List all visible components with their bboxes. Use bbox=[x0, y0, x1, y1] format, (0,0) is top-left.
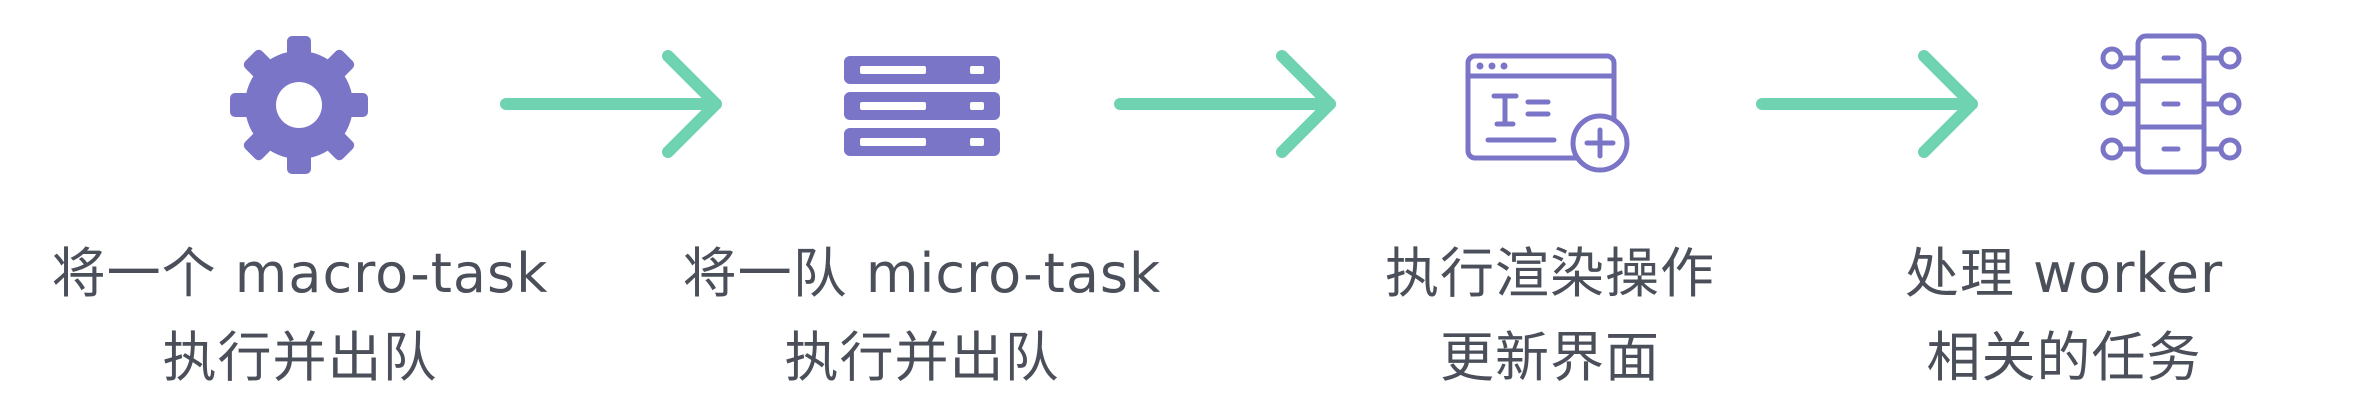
worker-nodes-icon bbox=[2100, 33, 2242, 175]
step-label-line-2: 执行并出队 bbox=[784, 326, 1060, 389]
arrow-right-icon bbox=[500, 50, 722, 158]
step-label-line-2: 相关的任务 bbox=[1926, 326, 2202, 389]
arrow-right-icon bbox=[1756, 50, 1978, 158]
step-label-render: 执行渲染操作 更新界面 bbox=[1250, 232, 1850, 400]
step-label-line-1: 将一个 macro-task bbox=[51, 242, 549, 305]
browser-window-add-icon bbox=[1465, 53, 1630, 173]
arrow-right-icon bbox=[1114, 50, 1336, 158]
step-label-line-1: 将一队 micro-task bbox=[682, 242, 1162, 305]
server-stack-icon bbox=[844, 56, 1000, 156]
gear-icon bbox=[230, 36, 368, 174]
step-label-line-2: 执行并出队 bbox=[162, 326, 438, 389]
step-label-line-2: 更新界面 bbox=[1440, 326, 1660, 389]
step-label-line-1: 处理 worker bbox=[1904, 242, 2224, 305]
step-label-line-1: 执行渲染操作 bbox=[1385, 242, 1715, 305]
step-label-macro-task: 将一个 macro-task 执行并出队 bbox=[0, 232, 600, 400]
step-label-micro-task: 将一队 micro-task 执行并出队 bbox=[622, 232, 1222, 400]
step-label-worker: 处理 worker 相关的任务 bbox=[1764, 232, 2364, 400]
